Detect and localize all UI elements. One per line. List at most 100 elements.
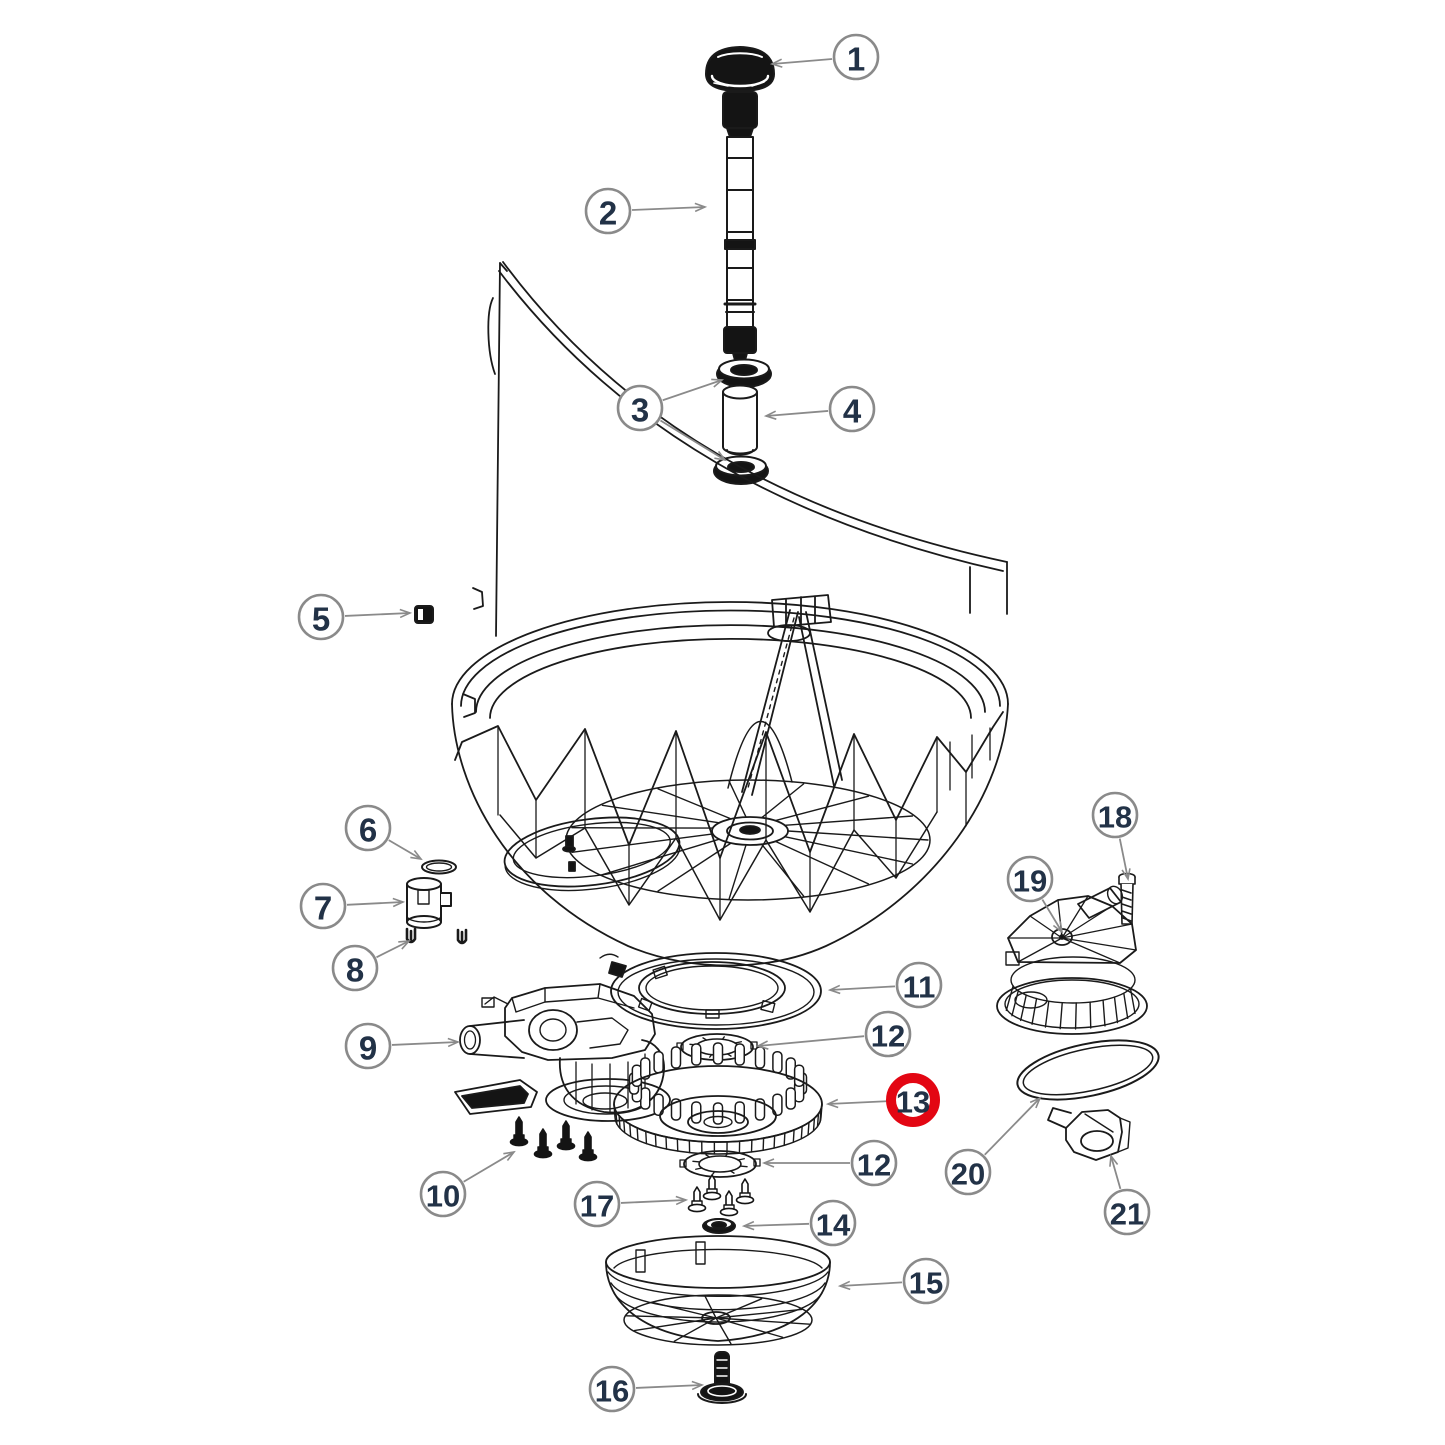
part-21-bracket-drawing: [1047, 1107, 1131, 1161]
callout-21[interactable]: 21: [1103, 1188, 1151, 1236]
screw-shape: [533, 1128, 553, 1159]
callout-circle[interactable]: [828, 385, 876, 433]
part-8-clips-drawing: [405, 927, 468, 945]
leader-line-6: [388, 839, 423, 861]
highlight-ring[interactable]: [886, 1073, 940, 1127]
callout-number: 14: [816, 1208, 851, 1243]
callout-number: 18: [1098, 800, 1132, 835]
callout-10[interactable]: 10: [419, 1170, 467, 1218]
callout-circle[interactable]: [1091, 791, 1139, 839]
leader-line-13: [825, 1098, 890, 1109]
callout-6[interactable]: 6: [344, 804, 392, 852]
part-16-bolt-drawing: [697, 1351, 747, 1404]
callout-number: 13: [896, 1085, 930, 1120]
callout-13-highlighted[interactable]: 13: [886, 1073, 940, 1127]
callout-7[interactable]: 7: [299, 882, 347, 930]
callout-circle[interactable]: [344, 1022, 392, 1070]
callout-number: 4: [843, 393, 862, 430]
part-15-dome-drawing: [605, 1235, 831, 1346]
callout-12[interactable]: 12: [864, 1010, 912, 1058]
callout-circle[interactable]: [1103, 1188, 1151, 1236]
leader-line-4: [763, 410, 829, 420]
callout-number: 1: [847, 41, 865, 78]
callout-circle[interactable]: [584, 187, 632, 235]
part-6-oring-drawing: [421, 859, 457, 875]
screw-shape: [556, 1120, 576, 1151]
callout-15[interactable]: 15: [902, 1257, 950, 1305]
leader-line-11: [827, 984, 896, 995]
callout-11[interactable]: 11: [895, 961, 943, 1009]
leader-line-3: [660, 419, 727, 462]
callout-2[interactable]: 2: [584, 187, 632, 235]
leader-line-2: [631, 202, 708, 213]
callout-number: 19: [1013, 864, 1047, 899]
callout-circle[interactable]: [902, 1257, 950, 1305]
part-5-clip-drawing: [414, 605, 434, 624]
screw-shape: [735, 1178, 755, 1205]
callout-number: 9: [359, 1030, 377, 1067]
callout-circle[interactable]: [588, 1365, 636, 1413]
leader-line-20: [984, 1096, 1042, 1156]
callout-5[interactable]: 5: [297, 593, 345, 641]
leader-lines: [344, 58, 1131, 1391]
callout-4[interactable]: 4: [828, 385, 876, 433]
callout-circle[interactable]: [832, 33, 880, 81]
callout-circle[interactable]: [419, 1170, 467, 1218]
screw-shape: [702, 1174, 722, 1201]
screw-shape: [578, 1131, 598, 1162]
leader-line-12: [755, 1035, 865, 1050]
callout-circle[interactable]: [850, 1139, 898, 1187]
part-13-gear-drawing: [613, 1042, 823, 1155]
callout-20[interactable]: 20: [944, 1148, 992, 1196]
tub-impeller-spokes: [571, 780, 929, 900]
callout-17[interactable]: 17: [573, 1180, 621, 1228]
callout-circle[interactable]: [616, 384, 664, 432]
callout-number: 21: [1110, 1197, 1144, 1232]
callout-number: 16: [595, 1374, 629, 1409]
callout-number: 10: [426, 1179, 460, 1214]
callout-circle[interactable]: [944, 1148, 992, 1196]
leader-line-18: [1118, 838, 1131, 882]
part-19-pump-drawing: [996, 885, 1148, 1035]
leader-line-5: [344, 608, 413, 619]
callout-3[interactable]: 3: [616, 384, 664, 432]
part-4-spacer-drawing: [722, 384, 758, 456]
callout-circle[interactable]: [344, 804, 392, 852]
leader-line-21: [1109, 1153, 1122, 1190]
part-2-shaft-drawing: [722, 91, 758, 365]
callout-circle[interactable]: [573, 1180, 621, 1228]
part-12-washer-lower-drawing: [679, 1150, 761, 1178]
part-11-ring-drawing: [599, 952, 822, 1030]
callout-19[interactable]: 19: [1006, 855, 1054, 903]
leader-line-14: [741, 1220, 810, 1231]
tub-drawing: [451, 594, 1009, 967]
part-17-bolts-drawing: [687, 1174, 755, 1217]
callout-circle[interactable]: [299, 882, 347, 930]
callout-circle[interactable]: [864, 1010, 912, 1058]
callout-number: 11: [903, 970, 936, 1005]
callout-number: 20: [951, 1157, 985, 1192]
callout-12[interactable]: 12: [850, 1139, 898, 1187]
leader-line-15: [837, 1280, 903, 1291]
leader-line-17: [620, 1195, 689, 1206]
callout-9[interactable]: 9: [344, 1022, 392, 1070]
part-10-screws-drawing: [509, 1116, 598, 1162]
callout-18[interactable]: 18: [1091, 791, 1139, 839]
part-7-coupler-drawing: [406, 877, 452, 929]
screw-shape: [687, 1186, 707, 1213]
callout-circle[interactable]: [1006, 855, 1054, 903]
callout-8[interactable]: 8: [331, 944, 379, 992]
callout-circle[interactable]: [331, 944, 379, 992]
screw-shape: [509, 1116, 529, 1147]
callout-circle[interactable]: [895, 961, 943, 1009]
callout-16[interactable]: 16: [588, 1365, 636, 1413]
part-1-cap-drawing: [705, 46, 775, 92]
callout-number: 3: [631, 392, 649, 429]
callout-14[interactable]: 14: [809, 1199, 857, 1247]
callout-circle[interactable]: [297, 593, 345, 641]
callout-circle[interactable]: [809, 1199, 857, 1247]
callout-1[interactable]: 1: [832, 33, 880, 81]
